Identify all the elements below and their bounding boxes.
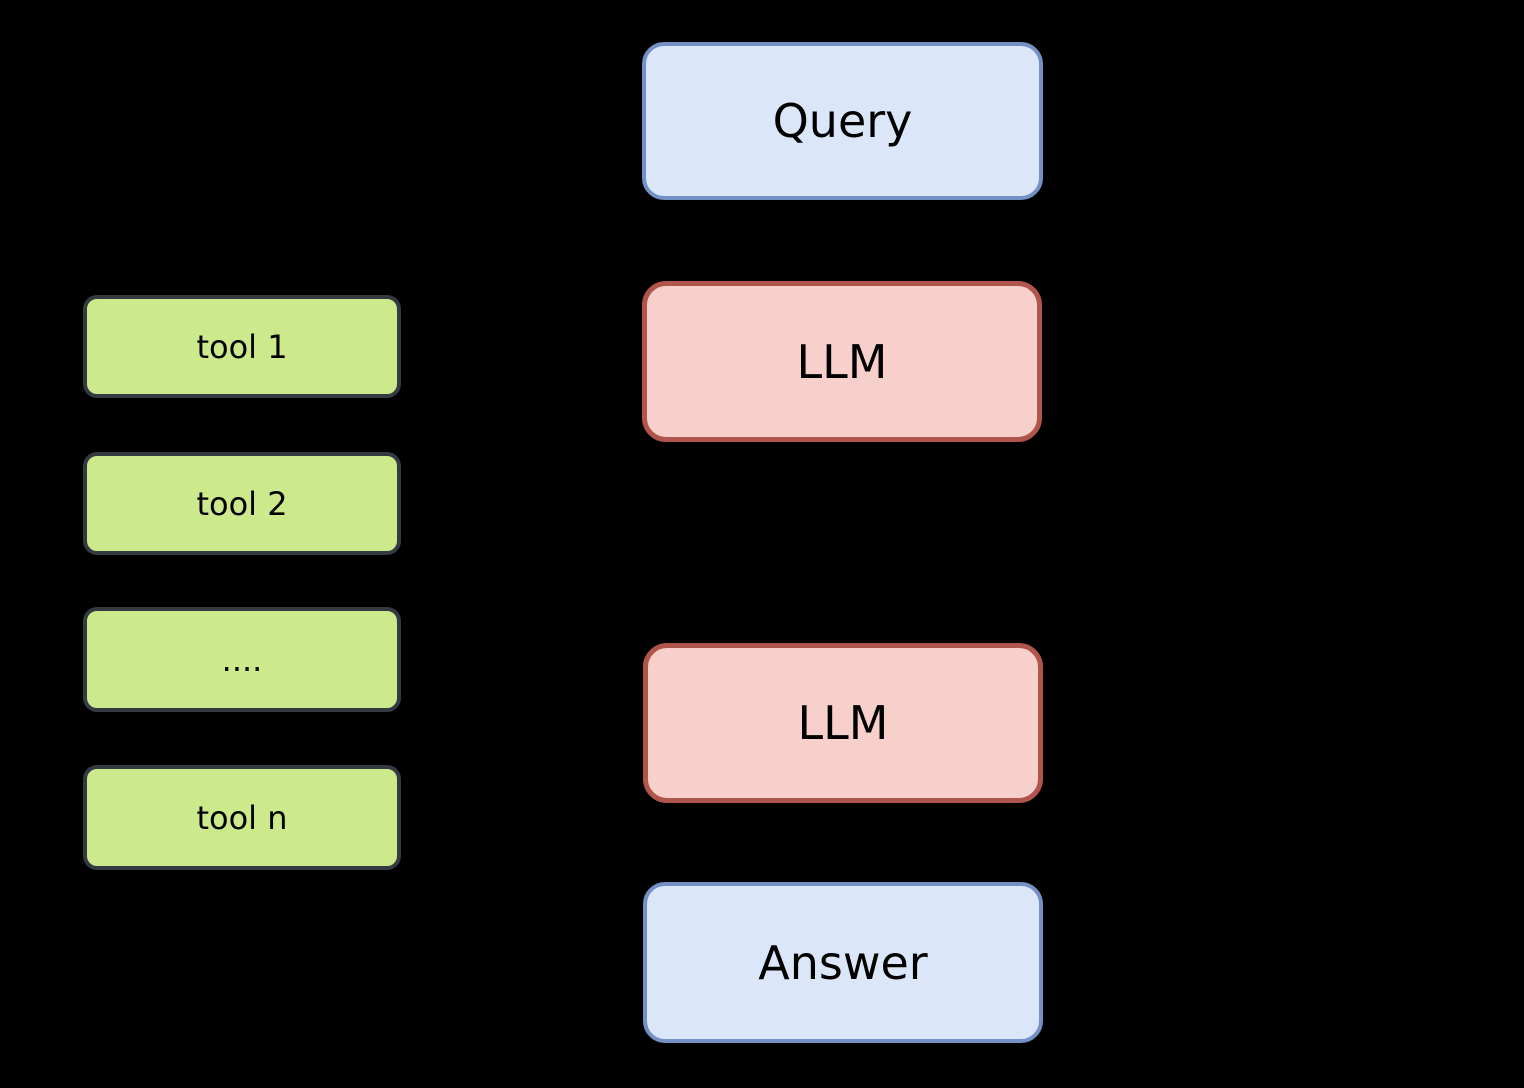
answer-label: Answer — [758, 935, 928, 990]
query-box: Query — [642, 42, 1043, 200]
tool-2-label: tool 2 — [196, 484, 288, 523]
answer-box: Answer — [643, 882, 1043, 1043]
query-label: Query — [772, 94, 913, 148]
tool-1-box: tool 1 — [83, 295, 401, 398]
llm-bottom-label: LLM — [797, 696, 889, 750]
tool-ellipsis-box: .... — [83, 607, 401, 712]
llm-top-label: LLM — [796, 334, 888, 389]
tool-n-label: tool n — [196, 798, 288, 837]
tool-1-label: tool 1 — [196, 327, 288, 366]
llm-box-bottom: LLM — [643, 643, 1043, 803]
tool-2-box: tool 2 — [83, 452, 401, 555]
llm-box-top: LLM — [642, 281, 1042, 442]
tool-ellipsis-label: .... — [221, 640, 263, 679]
tool-n-box: tool n — [83, 765, 401, 870]
